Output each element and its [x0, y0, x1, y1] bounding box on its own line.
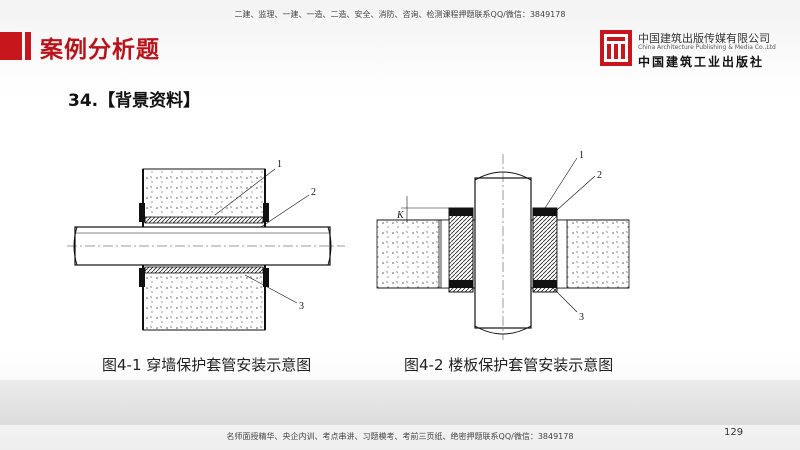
figure-wall-sleeve: 1 2 3: [65, 155, 351, 342]
logo-en-name: China Architecture Publishing & Media Co…: [638, 44, 776, 51]
title-accent-bar: [0, 32, 22, 60]
wall-label-2: 2: [311, 187, 316, 198]
floor-label-1: 1: [579, 150, 584, 161]
figure-caption-wall: 图4-1 穿墙保护套管安装示意图: [102, 356, 312, 374]
publisher-logo: 中国建筑出版传媒有限公司 China Architecture Publishi…: [598, 28, 794, 70]
wall-label-3: 3: [299, 301, 304, 312]
floor-label-3: 3: [579, 312, 584, 323]
publisher-emblem-icon: [600, 30, 632, 66]
logo-big-name: 中国建筑工业出版社: [638, 55, 765, 69]
figure-floor-sleeve: K 1 2 3: [371, 150, 633, 342]
header-notice: 二建、监理、一建、一造、二造、安全、消防、咨询、检测课程押题联系QQ/微信：38…: [234, 10, 566, 19]
title-accent-bar-small: [25, 32, 31, 60]
wall-sleeve-diagram: 1 2 3: [67, 159, 345, 331]
floor-label-k: K: [396, 210, 405, 221]
question-label: 34.【背景资料】: [68, 91, 201, 111]
page-number: 129: [724, 427, 744, 438]
floor-background: [0, 380, 800, 425]
footer-notice: 名师面授精华、央企内训、考点串讲、习题模考、考前三页纸、绝密押题联系QQ/微信：…: [226, 432, 574, 441]
logo-cn-name: 中国建筑出版传媒有限公司: [638, 32, 770, 45]
wall-label-1: 1: [277, 159, 282, 170]
floor-label-2: 2: [597, 170, 602, 181]
floor-sleeve-diagram: K 1 2 3: [376, 150, 630, 340]
section-title: 案例分析题: [40, 37, 160, 63]
figure-caption-floor: 图4-2 楼板保护套管安装示意图: [404, 356, 614, 374]
